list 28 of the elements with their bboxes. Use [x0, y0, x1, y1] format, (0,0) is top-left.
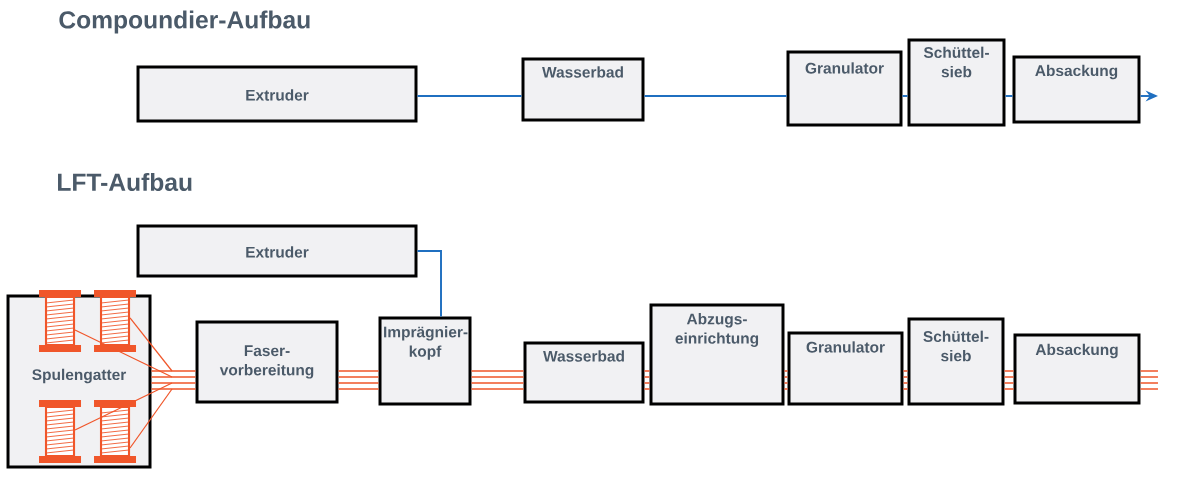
connector-line [1139, 370, 1159, 390]
connector-line [337, 370, 380, 390]
section-heading: Compoundier-Aufbau [59, 10, 310, 34]
process-box: Schüttel- sieb [907, 317, 1005, 406]
connector-line [783, 370, 789, 390]
connector-line [902, 370, 909, 390]
process-box: Absackung [1013, 333, 1141, 405]
connector-line [1004, 95, 1014, 97]
section-heading: LFT-Aufbau [58, 172, 192, 192]
process-box: Extruder [136, 65, 418, 123]
process-box: Faser- vorbereitung [195, 320, 339, 404]
process-box: Wasserbad [521, 57, 645, 122]
process-box: Granulator [786, 50, 903, 127]
connector-line [1003, 370, 1015, 390]
connector-line [150, 370, 197, 390]
process-box: Granulator [787, 331, 904, 406]
process-box: Extruder [136, 224, 418, 278]
connector-line [416, 95, 523, 97]
process-box: Abzugs- einrichtung [649, 303, 785, 406]
process-box: Absackung [1012, 55, 1141, 124]
connector-line [416, 250, 442, 318]
process-box: Imprägnier- kopf [378, 316, 472, 406]
connector-line [470, 370, 525, 390]
process-box: Wasserbad [523, 341, 645, 404]
process-box: Schüttel- sieb [907, 38, 1006, 127]
connector-line [901, 95, 909, 97]
connector-line [643, 95, 788, 97]
connector-line [643, 370, 651, 390]
